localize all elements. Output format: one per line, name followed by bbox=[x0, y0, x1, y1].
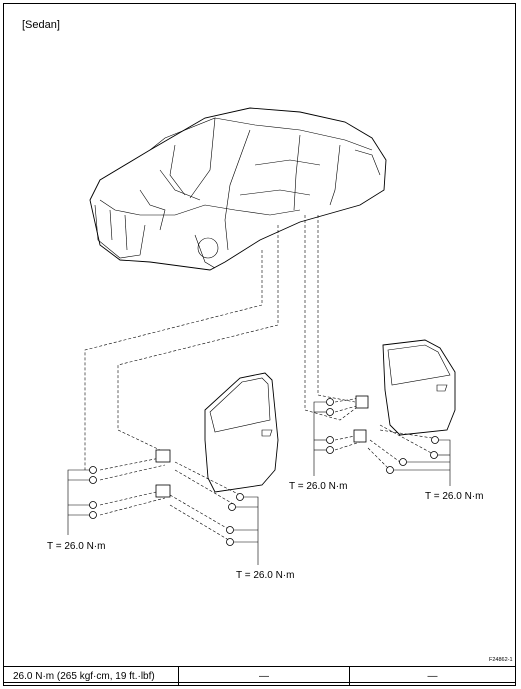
bolt-icon bbox=[89, 398, 439, 546]
torque-spec-table: 26.0 N·m (265 kgf·cm, 19 ft.·lbf) — — bbox=[3, 666, 516, 686]
rear-door-panel-icon bbox=[382, 339, 456, 436]
variant-label: [Sedan] bbox=[22, 19, 60, 31]
spec-col3-cell: — bbox=[427, 670, 438, 682]
spec-torque-cell: 26.0 N·m (265 kgf·cm, 19 ft.·lbf) bbox=[4, 667, 179, 685]
torque-label-rear-body: T = 26.0 N·m bbox=[289, 481, 348, 492]
torque-label-rear-door: T = 26.0 N·m bbox=[425, 491, 484, 502]
hinge-icon bbox=[155, 395, 369, 498]
car-body-shell-icon bbox=[89, 107, 387, 271]
figure-id: F24862-1 bbox=[489, 657, 513, 663]
torque-label-front-lower: T = 26.0 N·m bbox=[47, 541, 106, 552]
torque-label-front-door: T = 26.0 N·m bbox=[236, 570, 295, 581]
spec-col2-cell: — bbox=[179, 667, 350, 685]
diagram-frame bbox=[3, 3, 516, 683]
front-door-panel-icon bbox=[204, 372, 279, 493]
torque-brackets bbox=[67, 401, 451, 565]
